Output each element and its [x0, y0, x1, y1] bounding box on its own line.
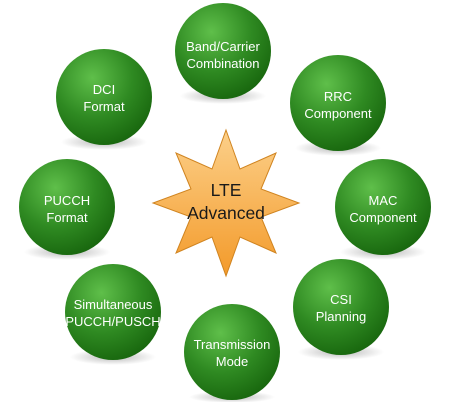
node-label-line2: Format — [46, 210, 88, 225]
node-label-line1: Band/Carrier — [186, 39, 260, 54]
node-label-line2: Component — [304, 106, 372, 121]
center-star: LTE Advanced — [151, 128, 301, 278]
node-label-line2: Combination — [187, 56, 260, 71]
node-rrc-component: RRC Component — [290, 55, 386, 156]
node-circle — [290, 55, 386, 151]
node-label-line1: DCI — [93, 82, 115, 97]
node-mac-component: MAC Component — [335, 159, 431, 260]
node-circle — [56, 49, 152, 145]
node-circle — [65, 264, 161, 360]
node-label-line1: MAC — [369, 193, 398, 208]
node-simultaneous-pucch-pusch: Simultaneous PUCCH/PUSCH — [65, 264, 161, 365]
node-label-line2: Format — [83, 99, 125, 114]
node-label-line1: CSI — [330, 292, 352, 307]
node-label-line2: Planning — [316, 309, 367, 324]
node-circle — [184, 304, 280, 400]
node-label-line1: PUCCH — [44, 193, 90, 208]
node-dci-format: DCI Format — [56, 49, 152, 150]
node-circle — [175, 3, 271, 99]
node-pucch-format: PUCCH Format — [19, 159, 115, 260]
node-label-line2: Component — [349, 210, 417, 225]
node-label-line2: PUCCH/PUSCH — [65, 314, 160, 329]
center-title-line1: LTE — [211, 180, 242, 200]
node-circle — [293, 259, 389, 355]
node-label-line1: Simultaneous — [74, 297, 153, 312]
node-transmission-mode: Transmission Mode — [184, 304, 280, 402]
node-label-line1: Transmission — [194, 337, 271, 352]
center-title-line2: Advanced — [187, 203, 265, 223]
center-star-shape — [151, 128, 301, 278]
node-circle — [335, 159, 431, 255]
node-band-carrier-combination: Band/Carrier Combination — [175, 3, 271, 104]
node-circle — [19, 159, 115, 255]
node-label-line1: RRC — [324, 89, 352, 104]
node-csi-planning: CSI Planning — [293, 259, 389, 360]
node-label-line2: Mode — [216, 354, 249, 369]
